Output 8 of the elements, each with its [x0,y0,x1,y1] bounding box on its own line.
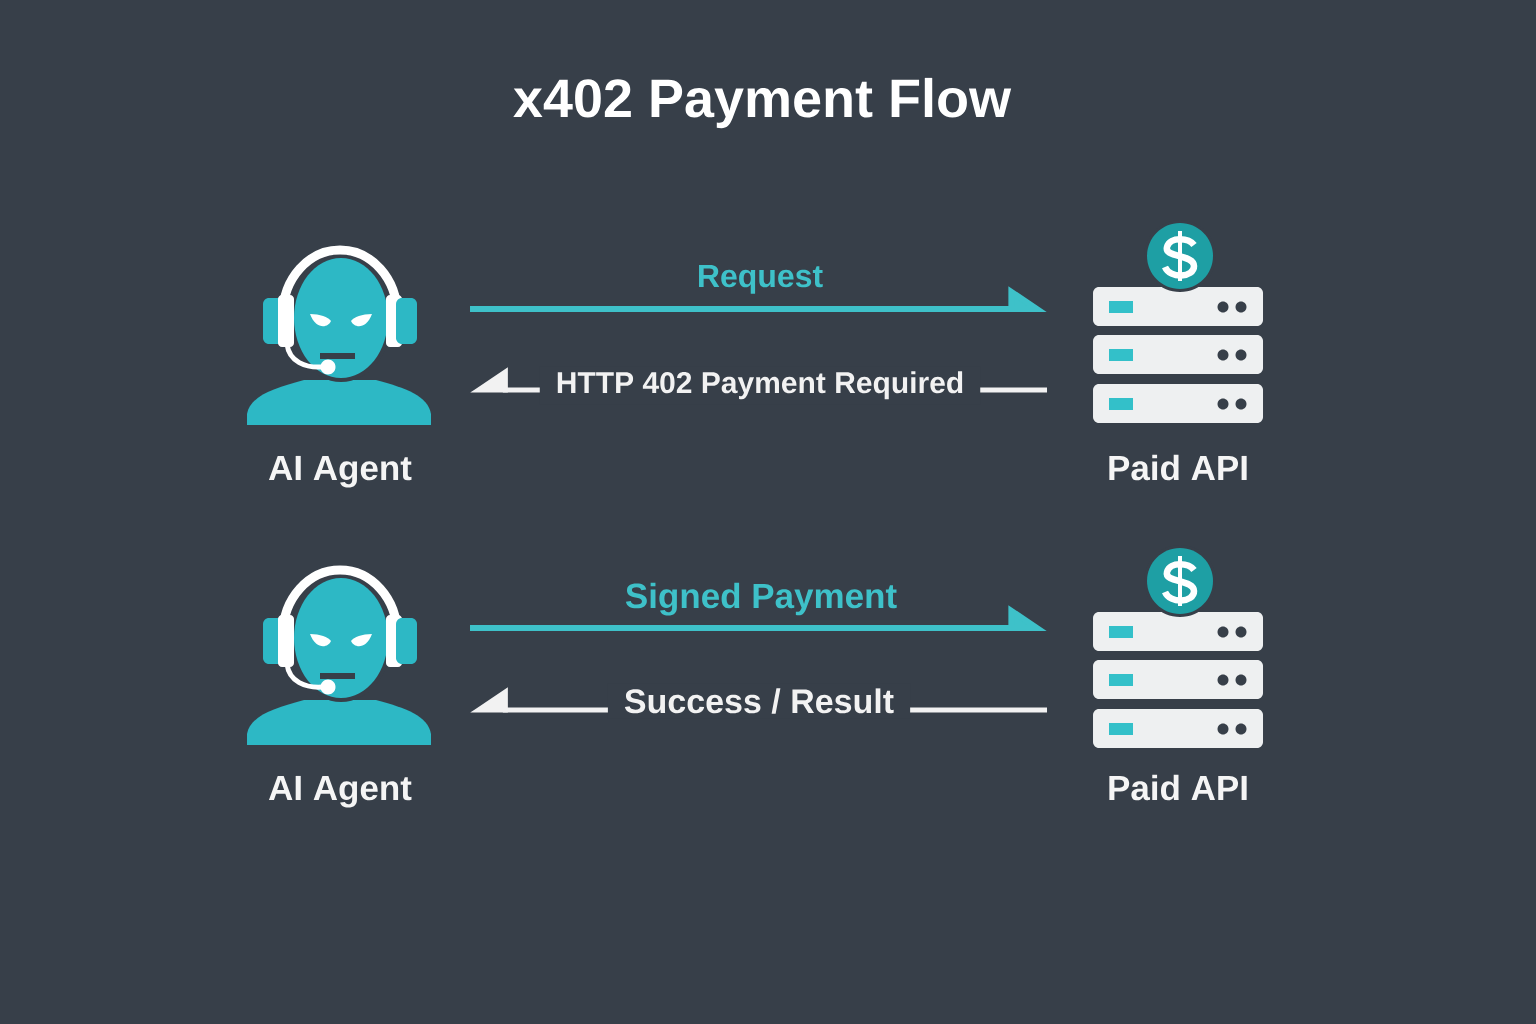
edge-label: Request [699,265,823,294]
node-label: AI Agent [268,775,412,808]
edge-label: Signed Payment [625,582,897,616]
node-label: Paid API [1109,454,1247,481]
title: x402 Payment Flow [513,77,1012,129]
node-label: AI Agent [268,455,412,488]
edge-label: Success / Result [607,683,911,719]
node-label: Paid API [1109,774,1247,801]
